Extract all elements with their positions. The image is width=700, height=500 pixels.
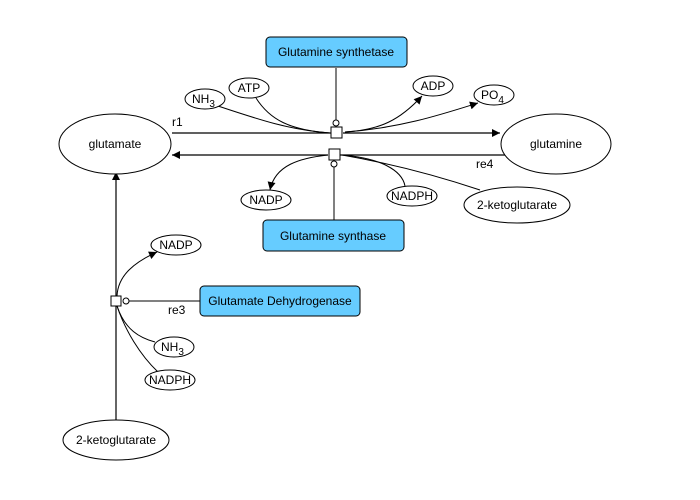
species-glutamate[interactable]: glutamate	[58, 113, 172, 175]
enzyme-glutamine-synthetase[interactable]: Glutamine synthetase	[265, 36, 408, 68]
modifier-circle	[122, 297, 130, 305]
svg-text:NADPH: NADPH	[149, 373, 191, 387]
species-nh3-left[interactable]: NH3	[153, 336, 195, 358]
enzyme-glutamate-dehydrogenase[interactable]: Glutamate Dehydrogenase	[199, 285, 361, 317]
modifier-circle	[332, 119, 340, 127]
reaction-node-r1[interactable]	[330, 126, 343, 139]
reaction-node-re4[interactable]	[328, 148, 341, 161]
r1-to-po4-edge[interactable]	[344, 101, 479, 133]
svg-text:ADP: ADP	[421, 79, 446, 93]
svg-text:Glutamine synthase: Glutamine synthase	[280, 229, 386, 243]
svg-text:glutamate: glutamate	[89, 137, 142, 151]
species-adp[interactable]: ADP	[412, 75, 454, 97]
nh3-to-r1-edge[interactable]	[217, 105, 331, 134]
species-nadph-left[interactable]: NADPH	[144, 369, 196, 391]
enzyme-glutamine-synthase[interactable]: Glutamine synthase	[262, 219, 405, 252]
svg-text:NADP: NADP	[249, 193, 282, 207]
svg-text:PO4: PO4	[481, 88, 504, 106]
nh3-to-re3-edge[interactable]	[116, 305, 156, 343]
species-nadph-mid[interactable]: NADPH	[386, 185, 438, 207]
ketoglutarate-to-re4-edge[interactable]	[341, 154, 481, 191]
species-atp[interactable]: ATP	[228, 77, 270, 99]
r1-to-adp-edge[interactable]	[344, 95, 423, 133]
modifier-circle	[330, 160, 338, 168]
svg-text:NADPH: NADPH	[391, 189, 433, 203]
svg-text:NH3: NH3	[161, 340, 184, 358]
re3-to-nadp-edge[interactable]	[116, 251, 158, 297]
svg-text:2-ketoglutarate: 2-ketoglutarate	[477, 198, 557, 212]
species-nadp-left[interactable]: NADP	[150, 234, 202, 256]
svg-text:glutamine: glutamine	[530, 137, 582, 151]
reaction-label-r1: r1	[172, 115, 183, 129]
species-2-ketoglutarate-right[interactable]: 2-ketoglutarate	[463, 186, 571, 224]
svg-text:Glutamine synthetase: Glutamine synthetase	[278, 45, 394, 59]
svg-text:NADP: NADP	[159, 238, 192, 252]
svg-text:Glutamate Dehydrogenase: Glutamate Dehydrogenase	[208, 294, 352, 308]
atp-to-r1-edge[interactable]	[255, 97, 331, 134]
re4-to-nadp-edge[interactable]	[267, 154, 329, 191]
species-glutamine[interactable]: glutamine	[500, 113, 612, 175]
reaction-node-re3[interactable]	[110, 295, 122, 307]
nadph-to-re4-edge[interactable]	[341, 154, 406, 187]
species-po4[interactable]: PO4	[473, 84, 515, 106]
species-2-ketoglutarate-bottom[interactable]: 2-ketoglutarate	[62, 419, 170, 461]
species-nadp-mid[interactable]: NADP	[240, 189, 292, 211]
nadph-to-re3-edge[interactable]	[116, 305, 159, 373]
species-nh3-top[interactable]: NH3	[184, 88, 226, 110]
reaction-label-re3: re3	[168, 303, 186, 317]
svg-text:NH3: NH3	[192, 92, 215, 110]
svg-text:ATP: ATP	[238, 81, 260, 95]
reaction-label-re4: re4	[476, 157, 494, 171]
svg-text:2-ketoglutarate: 2-ketoglutarate	[76, 433, 156, 447]
